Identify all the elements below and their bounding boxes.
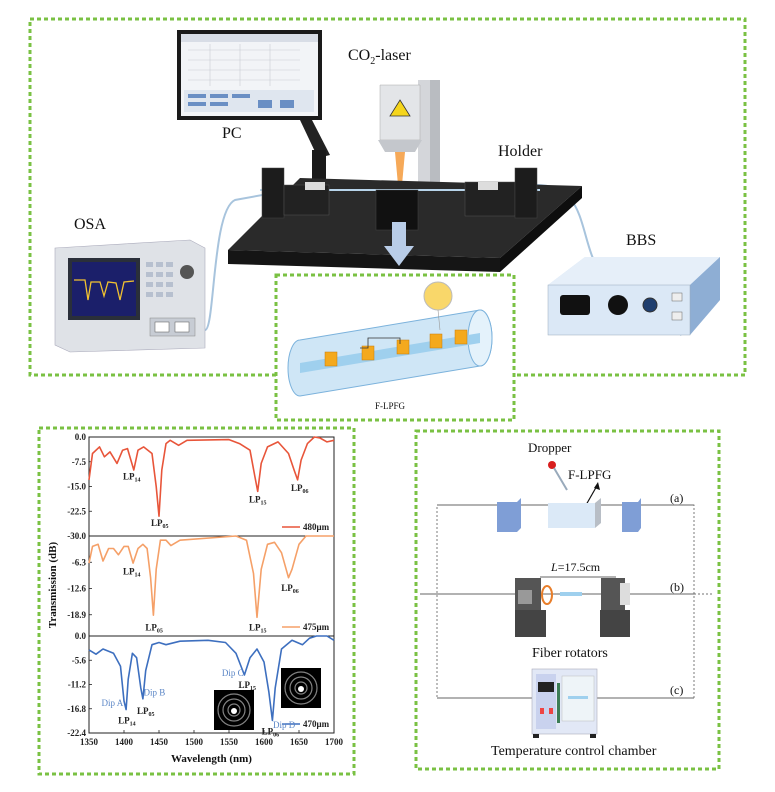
mode-ring [284,671,318,705]
rotators-label: Fiber rotators [532,646,608,661]
osa-label: OSA [74,216,106,233]
mode-label: LP15 [249,623,267,635]
holder-blocks [497,498,641,532]
x-tick-label: 1500 [185,737,204,747]
mode-label: LP05 [145,623,163,635]
rotation-icon [541,585,553,605]
x-tick-label: 1650 [290,737,309,747]
fiber-rotators [515,578,630,637]
dip-label: Dip B [144,687,166,697]
fiber-left [204,189,291,331]
transmission-chart: 0.0-7.5-15.0-22.5-30.0480μmLP14LP05LP15L… [47,432,344,765]
y-tick-label: -18.9 [67,610,86,620]
mode-label: LP14 [123,566,141,578]
setup-panel: PC CO2-laser Holder [28,17,747,422]
y-tick-label: -15.0 [67,482,86,492]
flpfg-label: F-LPFG [568,467,611,482]
y-tick-label: -22.4 [67,728,86,738]
laser-label: CO2-laser [348,47,411,67]
mode-label: LP06 [281,583,299,595]
holder-label: Holder [498,143,543,160]
experiments-border [414,429,721,771]
x-tick-label: 1700 [325,737,344,747]
osa-device [54,239,206,353]
y-tick-label: -6.3 [72,557,87,567]
y-tick-label: -5.6 [72,655,87,665]
legend-label: 480μm [303,522,330,532]
mode-label: LP15 [239,680,257,692]
y-tick-label: 0.0 [75,432,87,442]
series-line-470μm [88,635,335,722]
x-tick-label: 1350 [80,737,99,747]
x-tick-label: 1600 [255,737,274,747]
mode-label: LP15 [249,495,267,507]
bbs-label: BBS [626,232,656,249]
length-label: L=17.5cm [550,560,601,574]
dropper-icon [548,461,568,491]
mode-ring [222,698,246,722]
laser-beam [395,152,405,185]
dropper-label: Dropper [528,440,572,455]
platform [228,167,582,272]
x-axis-label: Wavelength (nm) [171,753,252,765]
mode-ring [294,681,308,695]
x-tick-label: 1450 [150,737,169,747]
mode-label: LP14 [118,715,136,727]
temperature-chamber [531,668,598,738]
legend-label: 475μm [303,622,330,632]
mode-ring [217,693,251,727]
laser-warning-icon [389,99,411,117]
mode-label: LP14 [123,472,141,484]
dip-label: Dip A [102,698,124,708]
y-tick-label: 0.0 [75,631,87,641]
mode-label: LP06 [291,483,309,495]
pc-label: PC [222,125,242,142]
y-tick-label: -12.6 [67,584,86,594]
dip-label: Dip C [222,668,244,678]
y-tick-label: -22.5 [67,506,86,516]
label-b: (b) [670,580,684,594]
inset-label: F-LPFG [375,401,406,411]
y-axis-label: Transmission (dB) [47,542,59,629]
legend-label: 470μm [303,719,330,729]
dip-label: Dip D [273,720,296,730]
down-arrow-icon [384,222,414,266]
x-tick-label: 1550 [220,737,239,747]
x-tick-label: 1400 [115,737,134,747]
flpfg-illustration [287,281,493,397]
experiments-panel: (a) Dropper F-LPFG (b) L=17.5cm [414,429,721,771]
y-tick-label: -30.0 [67,531,86,541]
series-line-475μm [88,535,334,619]
mode-core [231,708,237,714]
spectra-panel: 0.0-7.5-15.0-22.5-30.0480μmLP14LP05LP15L… [37,426,356,776]
chamber-label: Temperature control chamber [491,744,657,759]
spectra-border [37,426,356,776]
series-line-480μm [88,436,335,517]
y-tick-label: -16.8 [67,704,86,714]
pc-monitor [177,30,330,190]
mode-label: LP05 [151,518,169,530]
mode-label: LP06 [262,726,280,738]
y-tick-label: -11.2 [68,680,87,690]
y-tick-label: -7.5 [72,457,87,467]
bbs-device [547,257,720,336]
mode-label: LP05 [137,706,155,718]
mode-ring [289,676,313,700]
label-a: (a) [670,491,683,505]
label-c: (c) [670,683,683,697]
mode-core [298,686,304,692]
mode-ring [227,703,241,717]
co2-laser [378,80,440,192]
osa-trace [74,279,135,301]
